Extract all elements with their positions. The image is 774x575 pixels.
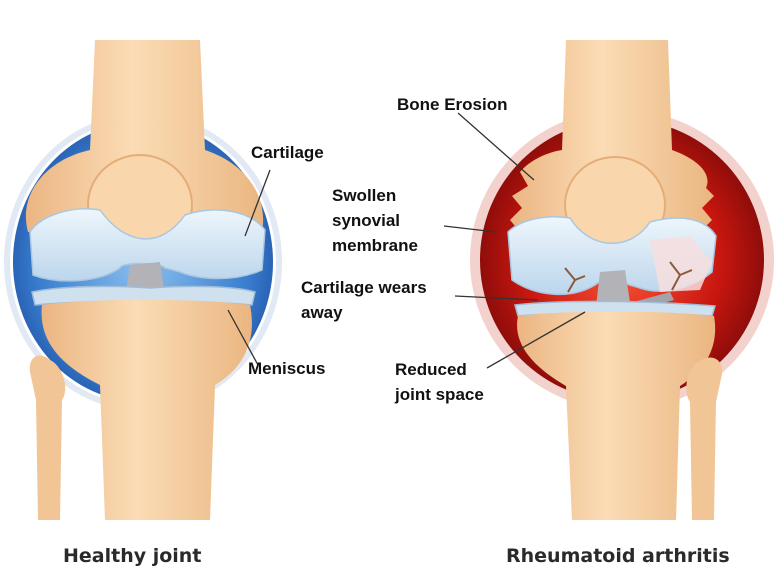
label-cartilage: Cartilage [251, 140, 324, 165]
caption-rheumatoid-arthritis: Rheumatoid arthritis [506, 545, 730, 567]
label-swollen-synovial-membrane: Swollen synovial membrane [332, 183, 418, 258]
leader-bone-erosion [458, 113, 534, 180]
tibia-arthritis [517, 312, 715, 521]
fibula-healthy [30, 356, 65, 520]
arthritis-joint-illustration [470, 40, 774, 520]
healthy-joint-illustration [7, 40, 279, 520]
label-meniscus: Meniscus [248, 356, 325, 381]
label-reduced-joint-space: Reduced joint space [395, 357, 484, 407]
label-bone-erosion: Bone Erosion [397, 92, 508, 117]
caption-healthy-joint: Healthy joint [63, 545, 201, 567]
tibia-healthy [42, 300, 252, 520]
label-cartilage-wears-away: Cartilage wears away [301, 275, 427, 325]
fibula-arthritis [686, 358, 722, 520]
